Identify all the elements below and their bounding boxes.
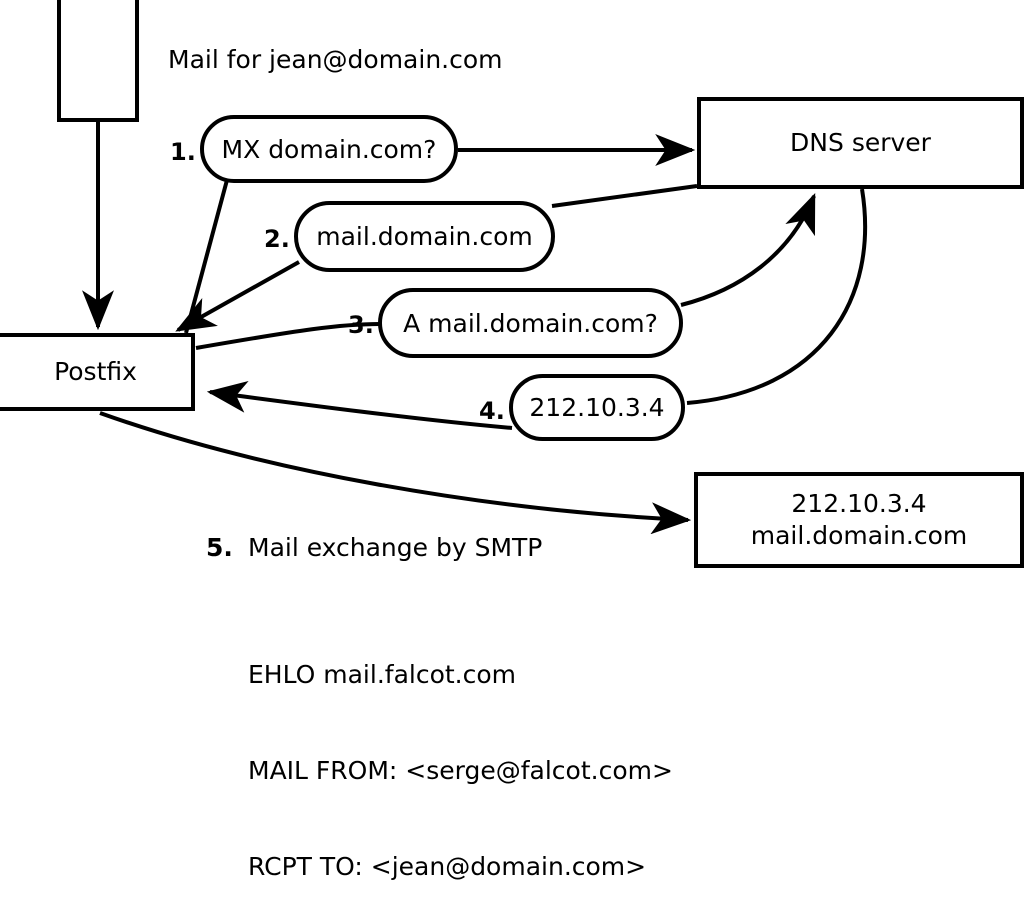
bubble-a-answer[interactable]: 212.10.3.4 [509, 374, 685, 441]
node-mail-host-hostname: mail.domain.com [750, 521, 968, 550]
bubble-mx-query-label: MX domain.com? [221, 134, 437, 164]
step-4-number: 4. [479, 397, 505, 425]
smtp-line: EHLO mail.falcot.com [248, 660, 517, 689]
bubble-mx-query[interactable]: MX domain.com? [200, 115, 458, 183]
smtp-transcript: EHLO mail.falcot.com MAIL FROM: <serge@f… [248, 595, 673, 919]
node-dns-server-label: DNS server [790, 128, 931, 157]
step-2-number: 2. [264, 225, 290, 253]
edge-dns-to-a-answer [686, 188, 868, 405]
smtp-line: MAIL FROM: <serge@falcot.com> [248, 756, 673, 785]
step-1-number: 1. [170, 138, 196, 166]
edge-postfix-to-a-query [195, 322, 381, 350]
edge-dns-to-mx-answer [551, 184, 698, 208]
edge-a-query-to-dns [680, 193, 816, 307]
step-3-number: 3. [348, 311, 374, 339]
node-postfix[interactable]: Postfix [0, 333, 195, 411]
step-5-label: Mail exchange by SMTP [248, 533, 543, 562]
bubble-a-answer-label: 212.10.3.4 [529, 393, 665, 422]
step-5-number: 5. [206, 533, 233, 562]
smtp-line: RCPT TO: <jean@domain.com> [248, 852, 647, 881]
edge-postfix-to-mx-query [184, 179, 229, 334]
node-postfix-label: Postfix [54, 357, 137, 386]
bubble-a-query[interactable]: A mail.domain.com? [378, 288, 683, 358]
edge-mx-answer-to-postfix [175, 260, 300, 332]
node-dns-server[interactable]: DNS server [697, 97, 1024, 189]
mail-for-label: Mail for jean@domain.com [168, 45, 503, 74]
bubble-mx-answer-label: mail.domain.com [316, 222, 533, 251]
bubble-a-query-label: A mail.domain.com? [403, 308, 658, 338]
node-mail-source[interactable] [57, 0, 139, 122]
edge-a-answer-to-postfix [206, 381, 513, 430]
bubble-mx-answer[interactable]: mail.domain.com [294, 201, 555, 272]
node-mail-host[interactable]: 212.10.3.4 mail.domain.com [694, 472, 1024, 568]
edge-postfix-to-mail-host [99, 411, 692, 535]
node-mail-host-ip: 212.10.3.4 [791, 489, 927, 518]
